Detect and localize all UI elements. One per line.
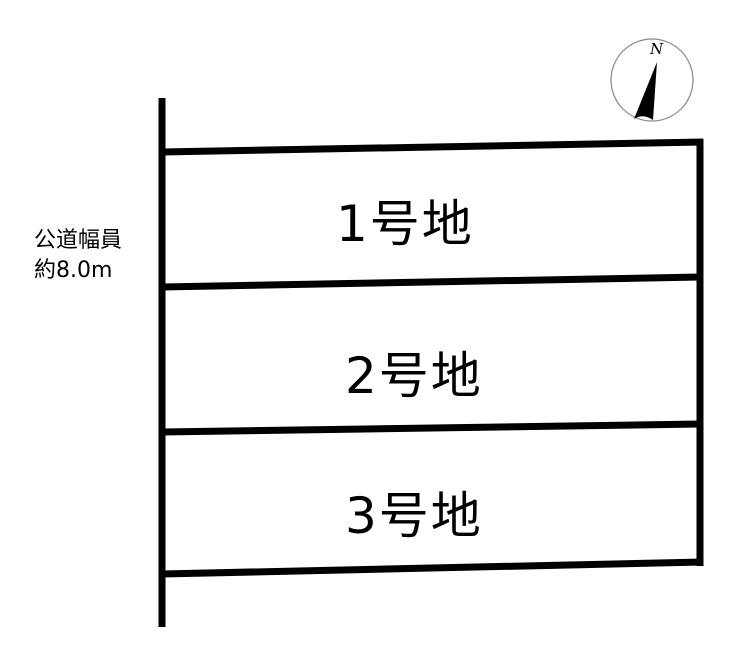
- lot-2-label: 2号地: [345, 347, 483, 405]
- lot-boundary-top: [161, 138, 704, 156]
- north-label: N: [649, 40, 664, 58]
- lot-1-label: 1号地: [336, 195, 474, 253]
- lot-boundary-1-2: [161, 273, 701, 291]
- lot-3-label: 3号地: [345, 487, 483, 545]
- road-label-line2: 約8.0m: [34, 258, 113, 283]
- lot-boundary-2-3: [161, 420, 701, 436]
- north-compass-icon: N: [610, 38, 694, 122]
- lot-boundary-bottom: [161, 558, 704, 578]
- road-width-label: 公道幅員 約8.0m: [34, 226, 122, 286]
- road-label-line1: 公道幅員: [34, 228, 123, 253]
